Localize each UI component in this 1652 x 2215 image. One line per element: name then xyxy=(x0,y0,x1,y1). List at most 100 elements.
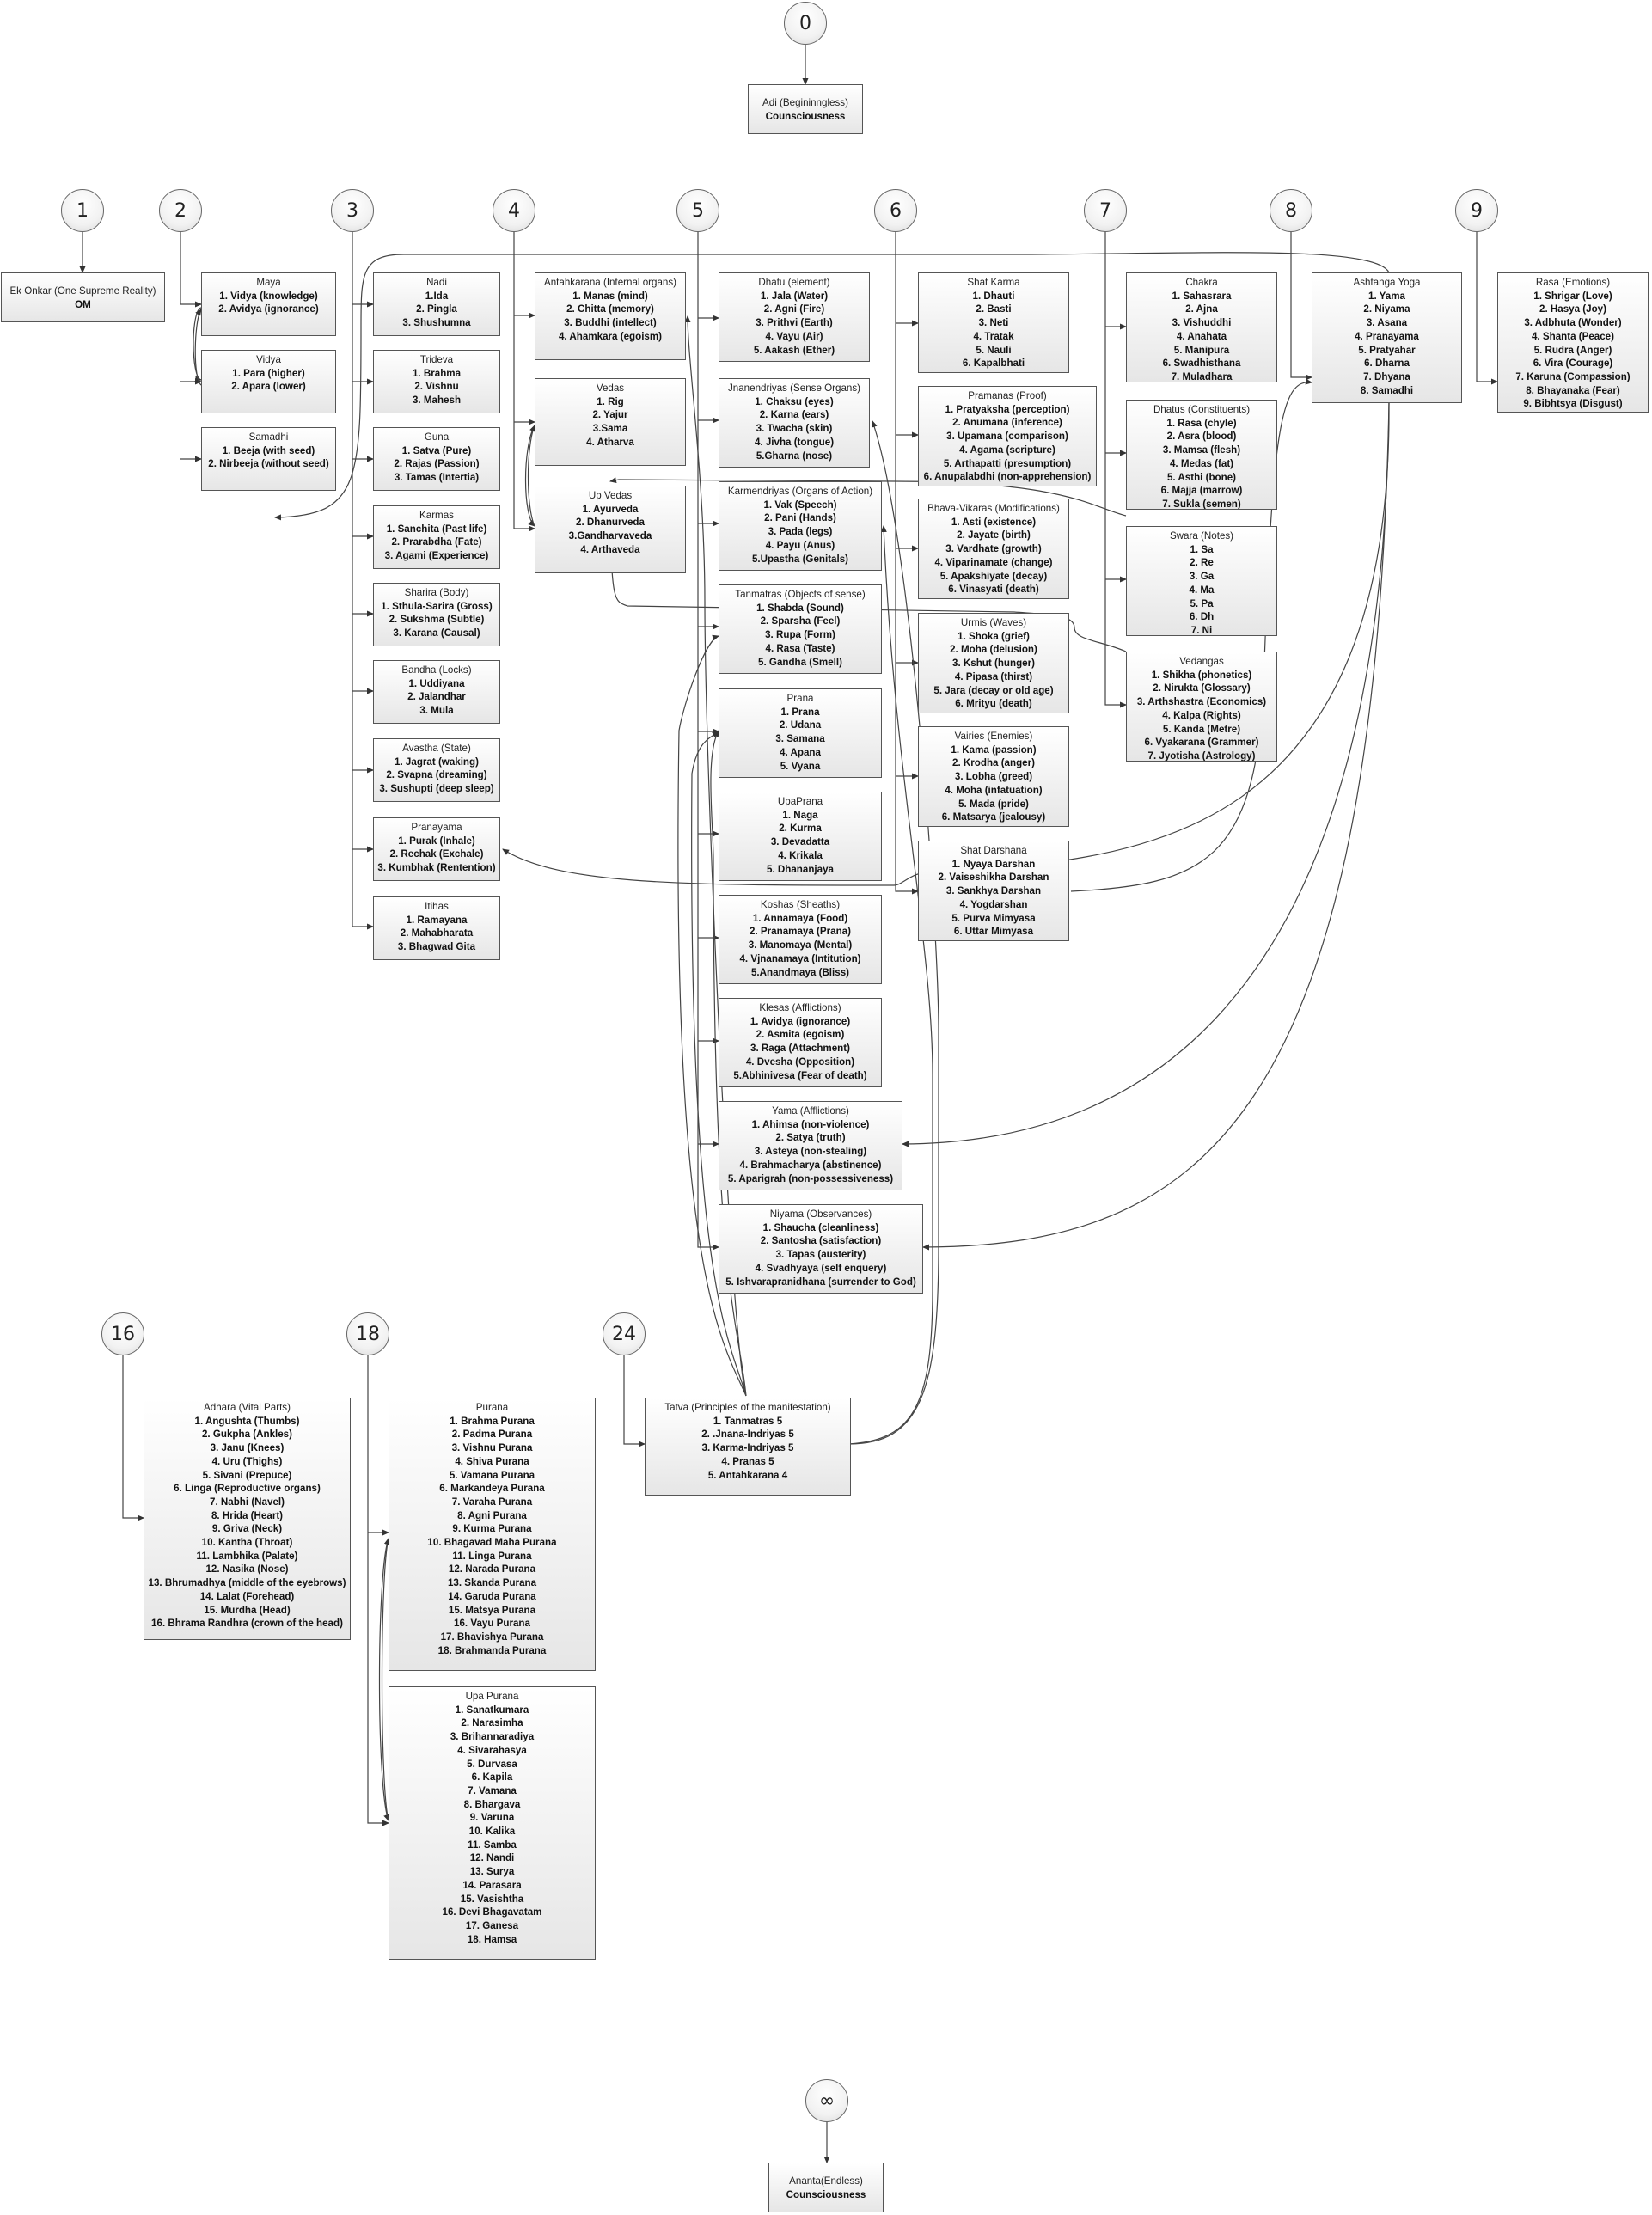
box-item: 2. Dhanurveda xyxy=(576,517,645,529)
box-item: 17. Bhavishya Purana xyxy=(440,1631,544,1643)
box-item: 2. Yajur xyxy=(592,409,628,421)
box-item: 3. Raga (Attachment) xyxy=(750,1043,850,1055)
box-title: Ashtanga Yoga xyxy=(1353,277,1421,288)
box-chakra: Chakra 1. Sahasrara 2. Ajna 3. Vishuddhi… xyxy=(1126,272,1277,382)
box-item: 5. Dhananjaya xyxy=(767,863,834,875)
box-title: Vedas xyxy=(596,382,625,394)
box-item: 3. Vishuddhi xyxy=(1172,317,1232,329)
box-item: 3. Vardhate (growth) xyxy=(945,543,1042,555)
box-item: 8. Bhargava xyxy=(463,1798,521,1810)
box-title: Pramanas (Proof) xyxy=(968,390,1047,401)
box-title: Vairies (Enemies) xyxy=(954,731,1033,742)
box-swara: Swara (Notes) 1. Sa 2. Re 3. Ga 4. Ma 5.… xyxy=(1126,526,1277,636)
box-title: Prana xyxy=(786,693,814,704)
box-item: 3. Vishnu Purana xyxy=(451,1442,533,1454)
box-item: 1. Asti (existence) xyxy=(951,516,1037,528)
box-title: Jnanendriyas (Sense Organs) xyxy=(727,382,861,394)
box-item: 5. Nauli xyxy=(976,344,1012,356)
box-item: 3. Pada (legs) xyxy=(768,526,833,538)
box-item: 3. Kshut (hunger) xyxy=(952,658,1035,670)
box-item: 3. Sushupti (deep sleep) xyxy=(379,783,494,795)
box-item: 1. Shaucha (cleanliness) xyxy=(762,1221,879,1233)
box-item: 3. Ga xyxy=(1189,571,1215,583)
box-item: 9. Varuna xyxy=(469,1812,515,1824)
box-vedangas: Vedangas 1. Shikha (phonetics) 2. Nirukt… xyxy=(1126,652,1277,762)
box-item: 15. Matsya Purana xyxy=(448,1604,536,1616)
box-item: 8. Samadhi xyxy=(1360,384,1414,396)
box-item: 1. Ramayana xyxy=(406,914,468,926)
box-item: 1. Rig xyxy=(597,395,624,407)
box-item: 2. Sparsha (Feel) xyxy=(760,615,841,627)
box-title: Ananta(Endless) xyxy=(789,2175,863,2187)
box-item: 5. Rudra (Anger) xyxy=(1533,344,1612,356)
box-item: 4. Agama (scripture) xyxy=(959,444,1055,456)
box-item: 2. Ajna xyxy=(1185,303,1218,315)
box-item: 3. Asana xyxy=(1366,317,1408,329)
box-shat-darshana: Shat Darshana 1. Nyaya Darshan 2. Vaises… xyxy=(918,841,1069,941)
box-item: 2. Anumana (inference) xyxy=(952,417,1062,429)
box-title: Trideva xyxy=(419,354,454,365)
box-item: 4. Ma xyxy=(1189,584,1215,596)
box-item: 4. Vayu (Air) xyxy=(765,330,823,342)
box-item: 1. Jagrat (waking) xyxy=(395,756,479,768)
box-item: 1. Uddiyana xyxy=(408,677,465,689)
box-item: 4. Vjnanamaya (Intitution) xyxy=(739,952,861,964)
box-item: 7. Muladhara xyxy=(1171,370,1233,382)
box-item: 16. Devi Bhagavatam xyxy=(442,1906,542,1918)
box-nadi: Nadi 1.Ida 2. Pingla 3. Shushumna xyxy=(373,272,500,336)
box-item: 1. Beeja (with seed) xyxy=(222,444,315,456)
box-koshas: Koshas (Sheaths) 1. Annamaya (Food) 2. P… xyxy=(719,895,882,984)
number-circle-9: 9 xyxy=(1455,189,1498,232)
box-item: 2. Karna (ears) xyxy=(759,409,829,421)
box-item: 7. Varaha Purana xyxy=(451,1496,533,1508)
box-item: 10. Kalika xyxy=(468,1826,516,1838)
box-item: 16. Vayu Purana xyxy=(454,1618,530,1630)
box-item: 5. Gandha (Smell) xyxy=(758,656,842,668)
box-item: 1. Prana xyxy=(780,706,820,718)
box-item: 4. Medas (fat) xyxy=(1169,457,1234,469)
box-upa-purana: Upa Purana 1. Sanatkumara 2. Narasimha 3… xyxy=(389,1686,596,1960)
box-title: Nadi xyxy=(426,277,447,288)
box-pranayama: Pranayama 1. Purak (Inhale) 2. Rechak (E… xyxy=(373,817,500,881)
box-item: 1. Vak (Speech) xyxy=(763,499,837,511)
box-title: Vidya xyxy=(256,354,281,365)
box-item: 5. Durvasa xyxy=(467,1758,517,1770)
box-item: 1. Angushta (Thumbs) xyxy=(194,1415,300,1427)
box-item: 1. Brahma Purana xyxy=(450,1415,535,1427)
box-item: 1. Annamaya (Food) xyxy=(752,912,848,924)
box-item: 1. Yama xyxy=(1368,290,1405,302)
box-title: Tanmatras (Objects of sense) xyxy=(735,589,866,600)
box-item: 1. Chaksu (eyes) xyxy=(755,395,834,407)
box-item: 5. Aakash (Ether) xyxy=(753,344,835,356)
box-item: 17. Ganesa xyxy=(465,1919,519,1931)
box-upaprana: UpaPrana 1. Naga 2. Kurma 3. Devadatta 4… xyxy=(719,792,882,881)
box-item: 4. Shanta (Peace) xyxy=(1531,330,1614,342)
box-title: Karmendriyas (Organs of Action) xyxy=(727,486,873,497)
box-item: 2. Sukshma (Subtle) xyxy=(389,614,485,626)
box-title: Avastha (State) xyxy=(402,743,471,754)
box-item: 5. Mada (pride) xyxy=(958,798,1029,810)
box-title: Dhatu (element) xyxy=(758,277,830,288)
box-item: 8. Bhayanaka (Fear) xyxy=(1526,384,1620,396)
box-karmas: Karmas 1. Sanchita (Past life) 2. Prarab… xyxy=(373,505,500,569)
number-circle-4: 4 xyxy=(493,189,535,232)
box-item: 2. Apara (lower) xyxy=(231,381,306,393)
box-item: 3. Mahesh xyxy=(412,395,462,407)
box-item: 3. Tamas (Intertia) xyxy=(394,472,480,484)
box-item: 4. Sivarahasya xyxy=(457,1744,527,1756)
box-item: 2. Rechak (Exchale) xyxy=(389,848,484,860)
number-circle-7: 7 xyxy=(1084,189,1127,232)
box-item: 6. Kapalbhati xyxy=(962,358,1025,370)
number-circle-6: 6 xyxy=(874,189,917,232)
number-circle-18: 18 xyxy=(346,1312,389,1355)
box-sharira: Sharira (Body) 1. Sthula-Sarira (Gross) … xyxy=(373,583,500,646)
box-item: 2. Asmita (egoism) xyxy=(756,1029,845,1041)
box-item: 2. Nirukta (Glossary) xyxy=(1153,682,1251,694)
box-item: 7. Karuna (Compassion) xyxy=(1515,370,1631,382)
box-item: 4. Dvesha (Opposition) xyxy=(745,1055,855,1068)
box-title: Guna xyxy=(424,431,450,443)
box-title: Urmis (Waves) xyxy=(960,617,1027,628)
box-adhara: Adhara (Vital Parts) 1. Angushta (Thumbs… xyxy=(144,1398,351,1640)
box-item: 1. Manas (mind) xyxy=(572,290,648,302)
